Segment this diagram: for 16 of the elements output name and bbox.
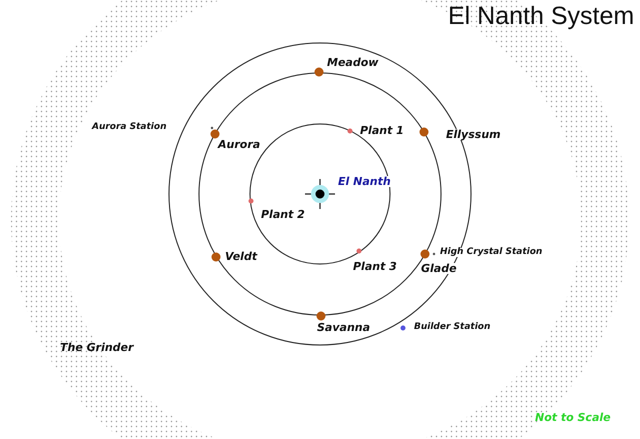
station-name: Builder Station [414,323,490,332]
plant-name: Plant 1 [360,125,404,136]
planet-name: Savanna [317,322,370,333]
plant-name: Plant 3 [353,261,397,272]
station-name: Aurora Station [92,123,166,132]
plant-name: Plant 2 [261,209,305,220]
planet-name: Glade [421,263,457,274]
planet-name: Ellyssum [446,129,501,140]
station-name: High Crystal Station [440,248,542,257]
planet-name: Meadow [327,57,378,68]
planet-name: Aurora [218,139,260,150]
map-title: El Nanth System [448,4,634,29]
planet-name: Veldt [225,251,258,262]
scale-note: Not to Scale [535,412,611,423]
star-name: El Nanth [338,176,391,187]
region-name: The Grinder [60,342,134,353]
